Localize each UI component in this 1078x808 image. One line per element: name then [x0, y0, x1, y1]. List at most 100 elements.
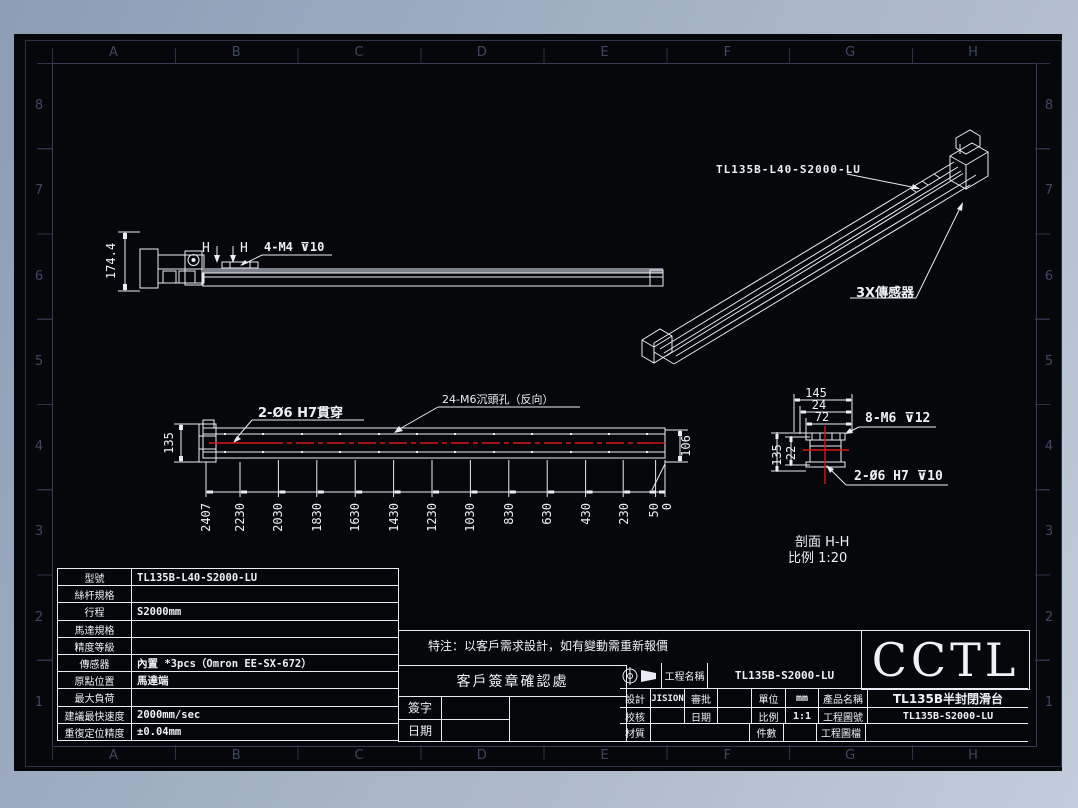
- approve-label: 審批: [684, 689, 717, 708]
- designer-value: JISION: [650, 689, 684, 708]
- ruler-row-label: 6: [1044, 268, 1054, 284]
- ruler-row-label: 5: [1044, 353, 1054, 369]
- spec-value: [132, 621, 398, 638]
- drawing-canvas: A B C D E F G H A B C D E F G H 8 7 6 5 …: [14, 34, 1062, 771]
- unit-label: 單位: [751, 689, 785, 708]
- bottom-ruler-ticks: [52, 745, 1035, 760]
- ruler-col-label: G: [845, 747, 856, 763]
- ruler-col-label: D: [476, 44, 487, 60]
- ruler-row-label: 7: [34, 183, 44, 199]
- ruler-row-label: 5: [34, 353, 44, 369]
- ruler-row-label: 7: [1044, 183, 1054, 199]
- check-value: [650, 708, 684, 724]
- chain-dim: 430: [579, 503, 593, 525]
- spec-label: 重復定位精度: [58, 723, 132, 741]
- drawing-no-value: TL135B-S2000-LU: [867, 708, 1028, 724]
- spec-value: [132, 689, 398, 706]
- spec-label: 傳感器: [58, 655, 132, 673]
- signature-title: 客戶簽章確認處: [456, 674, 569, 690]
- chain-dim: 1030: [463, 503, 477, 532]
- plan-dim-left: 135: [162, 432, 176, 454]
- signature-divider: [399, 719, 509, 720]
- spec-label: 型號: [58, 569, 132, 587]
- scale-label: 比例: [751, 708, 785, 724]
- material-value: [650, 724, 749, 741]
- title-block: 工程名稱 TL135B-S2000-LU 設計 JISION 審批 單位 mm …: [620, 663, 1028, 742]
- chain-dim: 230: [617, 503, 631, 525]
- section-dim-22: 22: [784, 445, 798, 461]
- spec-value: TL135B-L40-S2000-LU: [137, 571, 258, 584]
- project-name-label: 工程名稱: [661, 663, 707, 688]
- chain-dim: 830: [502, 503, 516, 525]
- spec-value: S2000mm: [137, 605, 182, 618]
- right-ruler-ticks: [1035, 63, 1050, 745]
- section-caption: 剖面 H-H: [795, 535, 850, 550]
- ruler-col-label: H: [968, 747, 978, 763]
- ruler-col-label: B: [231, 747, 241, 763]
- date-label: 日期: [684, 708, 717, 724]
- ruler-row-label: 4: [1044, 439, 1054, 455]
- ruler-row-label: 3: [34, 524, 44, 540]
- spec-value: [132, 586, 398, 603]
- ruler-col-label: G: [845, 44, 856, 60]
- check-label: 校核: [625, 712, 645, 724]
- iso-part-label: TL135B-L40-S2000-LU: [716, 163, 861, 176]
- product-name-value: TL135B半封閉滑台: [867, 689, 1028, 708]
- section-mark-h-right: H: [240, 241, 248, 256]
- signature-divider: [399, 696, 626, 697]
- signature-row1-label: 簽字: [407, 701, 432, 715]
- signature-divider: [441, 696, 442, 741]
- iso-sensor-label: 3X傳感器: [856, 286, 915, 301]
- spec-value: 內置 *3pcs（Omron EE-SX-672）: [137, 658, 312, 671]
- section-dim-145: 145: [805, 386, 827, 400]
- spec-value: 2000mm/sec: [137, 709, 201, 722]
- spec-label: 建議最快速度: [58, 706, 132, 724]
- ruler-col-label: F: [723, 747, 732, 763]
- ruler-col-label: A: [108, 44, 118, 60]
- ruler-row-label: 2: [1044, 609, 1054, 625]
- ruler-row-label: 4: [34, 439, 44, 455]
- section-mark-h-left: H: [202, 241, 210, 256]
- signature-block: 客戶簽章確認處 簽字 日期: [398, 665, 627, 742]
- left-ruler-ticks: [37, 63, 52, 745]
- cctl-logo: CCTL: [871, 633, 1020, 687]
- approve-value: [717, 689, 751, 708]
- spec-label: 精度等級: [58, 637, 132, 655]
- third-angle-projection-icon: [622, 666, 656, 685]
- drawing-geometry: [118, 129, 989, 497]
- spec-value: [132, 638, 398, 655]
- signature-divider: [509, 696, 510, 741]
- unit-value: mm: [785, 689, 818, 708]
- ruler-row-label: 2: [34, 609, 44, 625]
- section-scale-caption: 比例 1:20: [788, 551, 848, 566]
- file-label: 工程圖檔: [816, 724, 865, 741]
- spec-label: 最大負荷: [58, 689, 132, 707]
- plan-hole-note-top: 24-M6沉頭孔（反向）: [442, 393, 554, 406]
- cctl-logo-box: CCTL: [861, 630, 1030, 690]
- ruler-col-label: B: [231, 44, 241, 60]
- drawing-no-label: 工程圖號: [818, 708, 867, 724]
- spec-value: ±0.04mm: [137, 726, 182, 739]
- section-dim-135: 135: [770, 444, 784, 466]
- section-note-bottom: 2-Ø6 H7 ⊽10: [854, 469, 943, 484]
- file-value: [865, 724, 1028, 741]
- qty-label: 件數: [749, 724, 783, 741]
- chain-dim: 50: [647, 503, 661, 518]
- section-note-top: 8-M6 ⊽12: [865, 411, 931, 426]
- ruler-col-label: A: [108, 747, 118, 763]
- material-label: 材質: [625, 729, 645, 740]
- section-dim-24: 24: [811, 398, 827, 412]
- ruler-band-outline: [25, 40, 1062, 767]
- designer-label: 設計: [625, 695, 645, 706]
- qty-value: [783, 724, 816, 741]
- ruler-col-label: H: [968, 44, 978, 60]
- ruler-col-label: F: [723, 44, 732, 60]
- spec-label: 絲杆規格: [58, 586, 132, 604]
- date-value: [717, 708, 751, 724]
- ruler-col-label: C: [354, 747, 364, 763]
- ruler-row-label: 1: [34, 694, 44, 710]
- scale-value: 1:1: [785, 708, 818, 724]
- top-ruler-ticks: [52, 48, 1035, 63]
